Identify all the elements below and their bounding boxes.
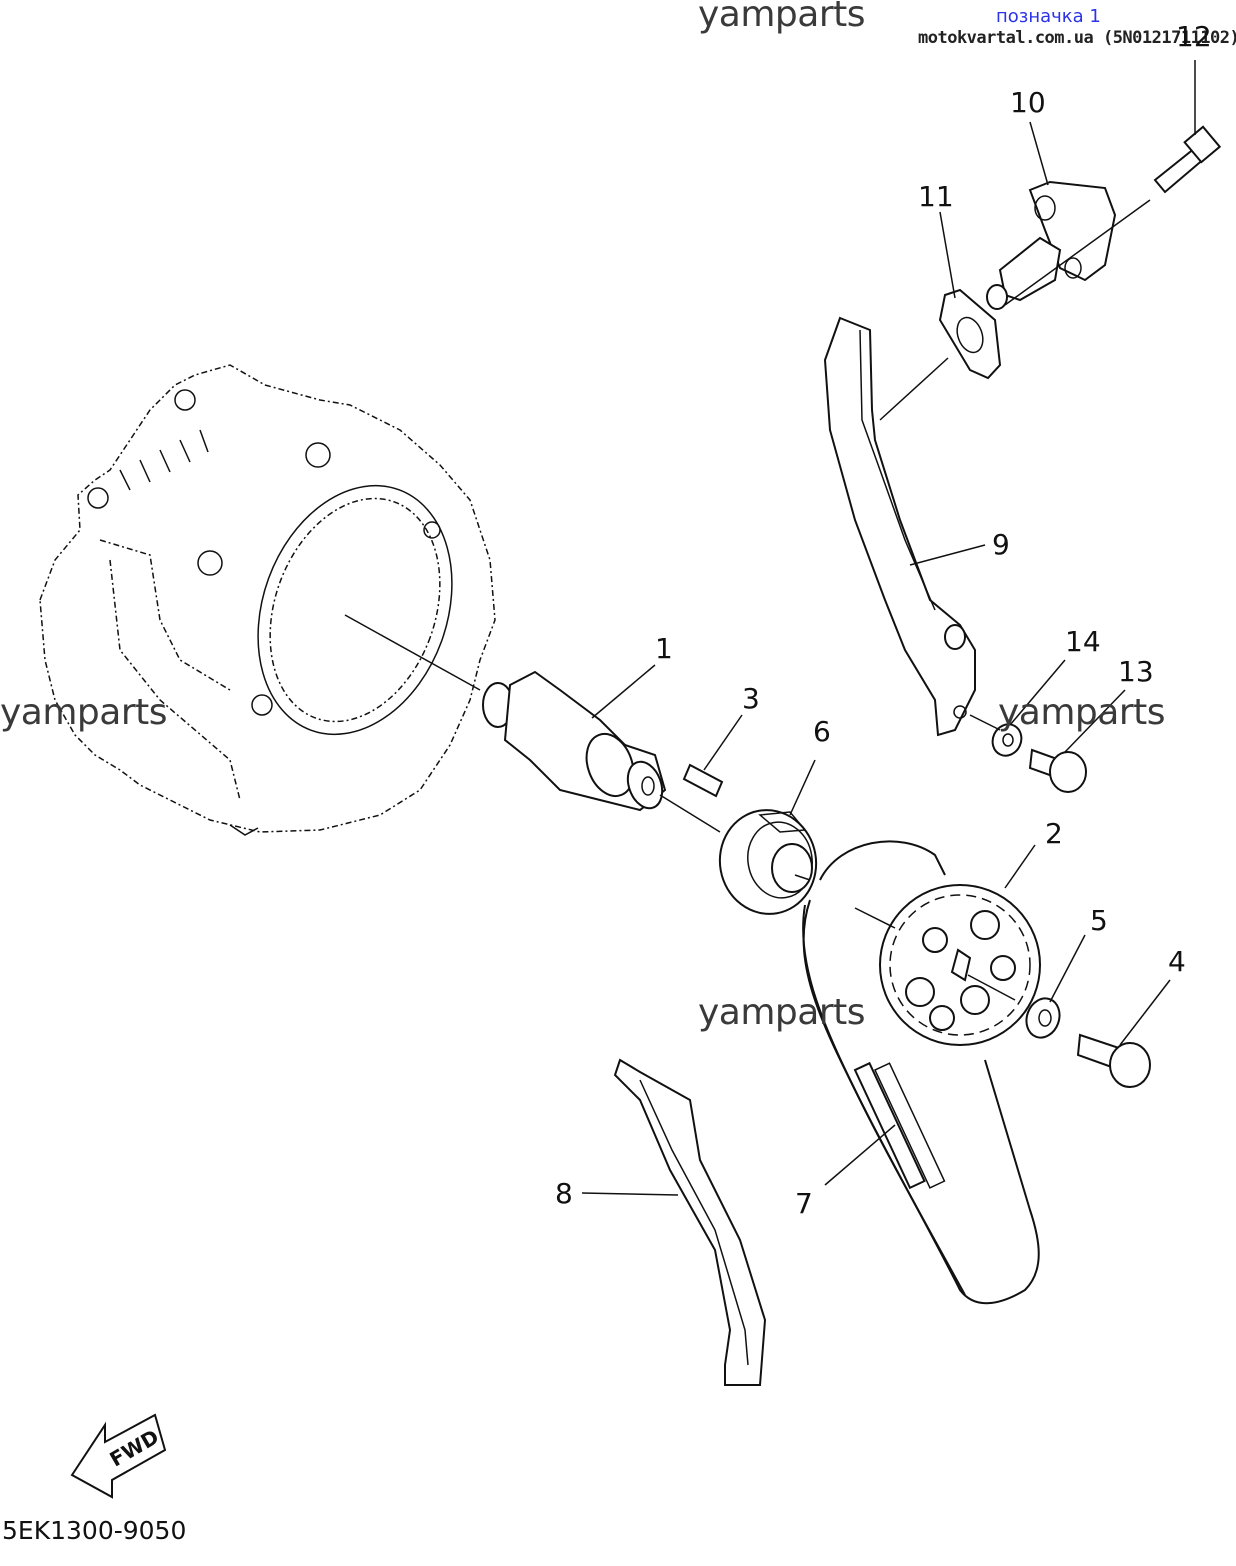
callout-3: 3 <box>742 682 760 715</box>
tensioner-arm <box>823 316 976 737</box>
dowel-pin <box>682 763 724 798</box>
callout-14: 14 <box>1065 625 1101 658</box>
callout-9: 9 <box>992 528 1010 561</box>
callout-4: 4 <box>1168 945 1186 978</box>
washer-14 <box>991 723 1023 757</box>
washer <box>1025 997 1061 1039</box>
header-link[interactable]: позначка 1 <box>996 6 1101 27</box>
watermark-middle: yamparts <box>698 992 866 1033</box>
tensioner-bolt <box>1153 125 1222 194</box>
pivot-bolt <box>1028 748 1087 793</box>
callout-10: 10 <box>1010 86 1046 119</box>
cam-chain <box>802 840 1040 1305</box>
callout-5: 5 <box>1090 904 1108 937</box>
watermark-top: yamparts <box>698 0 866 35</box>
fwd-arrow <box>70 1413 167 1499</box>
callout-1: 1 <box>655 632 673 665</box>
callout-12: 12 <box>1176 20 1212 53</box>
callout-13: 13 <box>1118 655 1154 688</box>
chain-guide <box>613 1058 767 1386</box>
sprocket-bolt <box>1076 1033 1151 1088</box>
diagram-code: 5EK1300-9050 <box>2 1516 187 1545</box>
cam-sprocket <box>879 884 1041 1046</box>
callout-11: 11 <box>918 180 954 213</box>
callout-6: 6 <box>813 715 831 748</box>
callout-8: 8 <box>555 1177 573 1210</box>
camshaft <box>482 670 667 812</box>
watermark-left: yamparts <box>0 692 168 733</box>
callout-2: 2 <box>1045 817 1063 850</box>
callout-7: 7 <box>795 1187 813 1220</box>
chain-tensioner <box>986 180 1117 310</box>
cylinder-head <box>39 364 496 836</box>
tensioner-gasket <box>938 288 1002 380</box>
watermark-right: yamparts <box>998 692 1166 733</box>
header-site-text: motokvartal.com.ua (5N0121711102) <box>918 28 1236 48</box>
bearing <box>718 809 818 915</box>
